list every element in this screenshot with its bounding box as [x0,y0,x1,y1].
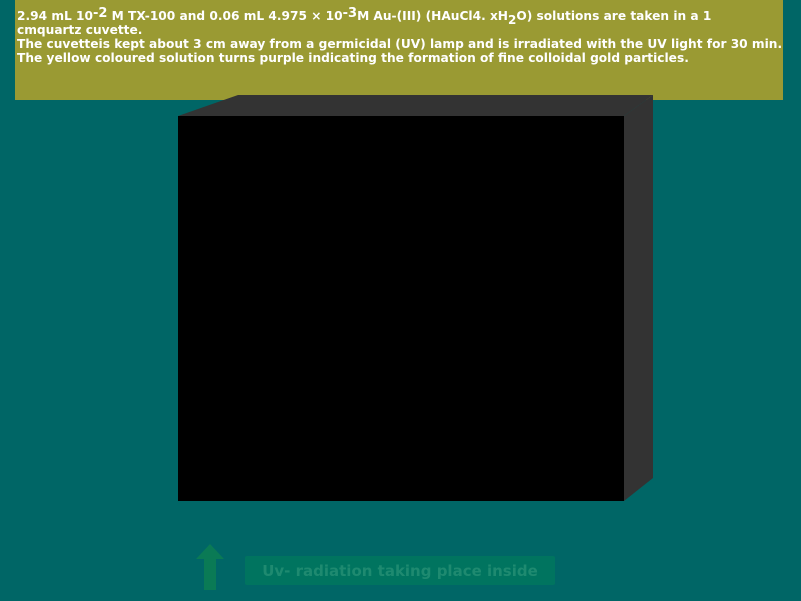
exponent: -3 [342,6,358,21]
description-line-4: The yellow coloured solution turns purpl… [17,51,689,65]
up-arrow-icon [196,544,224,590]
uv-radiation-status-button[interactable]: Uv- radiation taking place inside [245,556,555,585]
text-fragment: M Au-(III) (HAuCl4. xH [357,9,509,23]
exponent: -2 [92,6,108,21]
chamber-side-face [624,95,653,501]
subscript: 2 [508,13,517,27]
description-banner: 2.94 mL 10-2 M TX-100 and 0.06 mL 4.975 … [15,0,783,100]
text-fragment: M TX-100 and 0.06 mL 4.975 × 10 [107,9,343,23]
description-line-2: cmquartz cuvette. [17,23,143,37]
text-fragment: 2.94 mL 10 [17,9,93,23]
text-fragment: O) solutions are taken in a 1 [516,9,712,23]
description-line-1: 2.94 mL 10-2 M TX-100 and 0.06 mL 4.975 … [17,6,781,26]
description-line-3: The cuvetteis kept about 3 cm away from … [17,37,783,51]
chamber-top-face [178,95,653,116]
chamber-front-face [178,116,624,501]
